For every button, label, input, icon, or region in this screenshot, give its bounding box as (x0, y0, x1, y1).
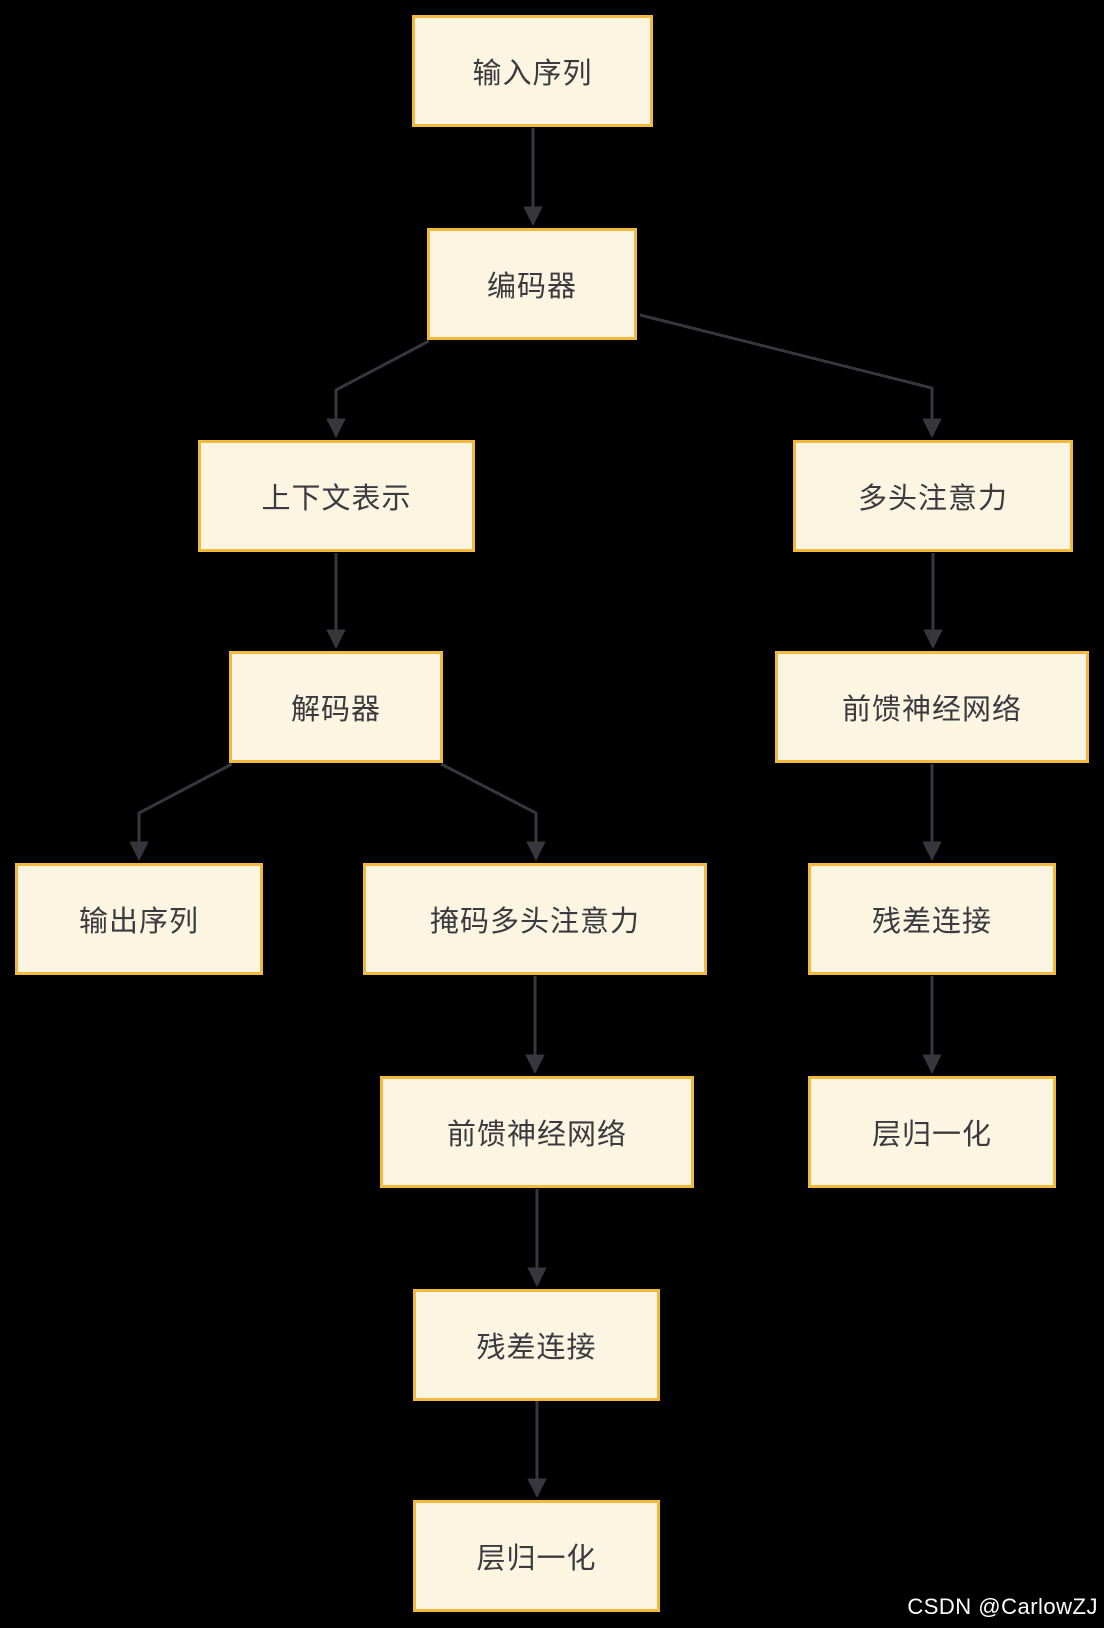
node-feed-forward-network-mid: 前馈神经网络 (380, 1076, 694, 1188)
node-masked-multi-head-attention: 掩码多头注意力 (363, 863, 707, 975)
node-encoder: 编码器 (427, 228, 637, 340)
node-residual-connection-right: 残差连接 (808, 863, 1056, 975)
node-context-representation: 上下文表示 (198, 440, 475, 552)
node-label: 多头注意力 (857, 483, 1008, 515)
node-label: 残差连接 (476, 1332, 597, 1364)
node-label: 层归一化 (476, 1543, 597, 1575)
node-label: 前馈神经网络 (841, 694, 1022, 726)
node-label: 掩码多头注意力 (429, 906, 640, 938)
node-output-sequence: 输出序列 (15, 863, 263, 975)
node-label: 层归一化 (871, 1119, 992, 1151)
node-residual-connection-mid: 残差连接 (413, 1289, 660, 1401)
node-label: 解码器 (290, 694, 381, 726)
edge-encoder-to-context (326, 339, 430, 438)
node-label: 输出序列 (78, 906, 199, 938)
csdn-watermark: CSDN @CarlowZJ (907, 1594, 1098, 1619)
edge-decoder-to-masked-mha (440, 762, 546, 861)
node-label: 上下文表示 (261, 483, 412, 515)
node-multi-head-attention: 多头注意力 (793, 440, 1073, 552)
node-layer-normalization-mid: 层归一化 (413, 1500, 660, 1612)
edge-decoder-to-output (129, 762, 233, 861)
node-decoder: 解码器 (229, 651, 443, 763)
node-label: 输入序列 (472, 58, 593, 90)
node-label: 编码器 (486, 271, 577, 303)
node-layer-normalization-right: 层归一化 (808, 1076, 1056, 1188)
edge-encoder-to-mha (639, 313, 942, 438)
node-feed-forward-network-right: 前馈神经网络 (775, 651, 1089, 763)
node-label: 前馈神经网络 (446, 1119, 627, 1151)
node-input-sequence: 输入序列 (412, 15, 653, 127)
node-label: 残差连接 (871, 906, 992, 938)
